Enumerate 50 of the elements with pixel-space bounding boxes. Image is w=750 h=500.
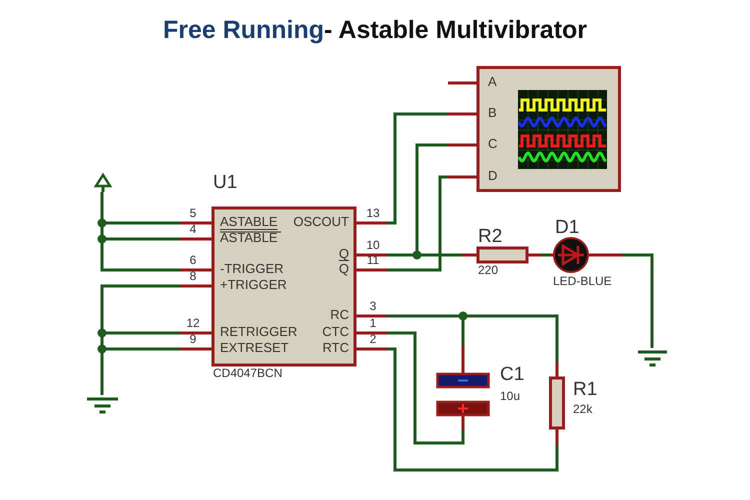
pin-label: +TRIGGER <box>220 278 287 294</box>
component-label: R2 <box>478 226 502 248</box>
component-label: C1 <box>500 364 524 386</box>
pin-label: RETRIGGER <box>220 325 298 340</box>
wire <box>387 332 464 444</box>
pin-label: ASTABLE <box>220 215 278 230</box>
pin-number: 12 <box>186 317 200 331</box>
pin-number: 8 <box>190 270 196 284</box>
power-terminal-symbol <box>94 174 112 192</box>
component-label: U1 <box>213 172 238 194</box>
pin-label: ASTABLE <box>220 231 278 246</box>
pin-number: 5 <box>190 207 196 221</box>
part-number: CD4047BCN <box>213 367 282 381</box>
component-label: D1 <box>555 216 580 239</box>
wire <box>622 254 654 348</box>
ground-symbol <box>637 348 668 367</box>
pin-label: RTC <box>322 341 349 356</box>
component-label: R1 <box>573 378 598 401</box>
component-value: LED-BLUE <box>553 275 612 289</box>
wire <box>387 112 448 224</box>
wire <box>541 254 550 256</box>
pin-number: 4 <box>190 223 196 237</box>
pin-number: 11 <box>366 254 380 268</box>
wire <box>387 176 448 272</box>
wire <box>387 348 558 472</box>
channel-label: B <box>488 106 497 122</box>
component-value: 10u <box>500 390 520 404</box>
pin-label: Q <box>338 262 349 278</box>
pin-label: OSCOUT <box>293 215 349 230</box>
pin-number: 6 <box>190 254 196 268</box>
resistor <box>549 362 599 445</box>
pin-label: -TRIGGER <box>220 262 284 278</box>
pin-number: 3 <box>370 300 376 314</box>
oscilloscope <box>448 66 621 192</box>
channel-label: C <box>488 137 498 152</box>
pin-number: 13 <box>366 207 380 221</box>
pin-label: RC <box>330 308 349 324</box>
pin-number: 2 <box>370 333 376 347</box>
pin-label: Q <box>338 247 349 262</box>
pin-number: 1 <box>370 317 376 331</box>
pin-number: 9 <box>190 333 196 347</box>
channel-label: D <box>488 169 498 184</box>
component-value: 220 <box>478 264 498 278</box>
pin-label: CTC <box>322 325 349 340</box>
title: Free Running- Astable Multivibrator <box>162 16 588 45</box>
ground-symbol <box>86 395 119 413</box>
pin-label: EXTRESET <box>220 341 289 356</box>
component-value: 22k <box>573 403 592 417</box>
pin-number: 10 <box>366 239 380 253</box>
channel-label: A <box>488 75 497 90</box>
